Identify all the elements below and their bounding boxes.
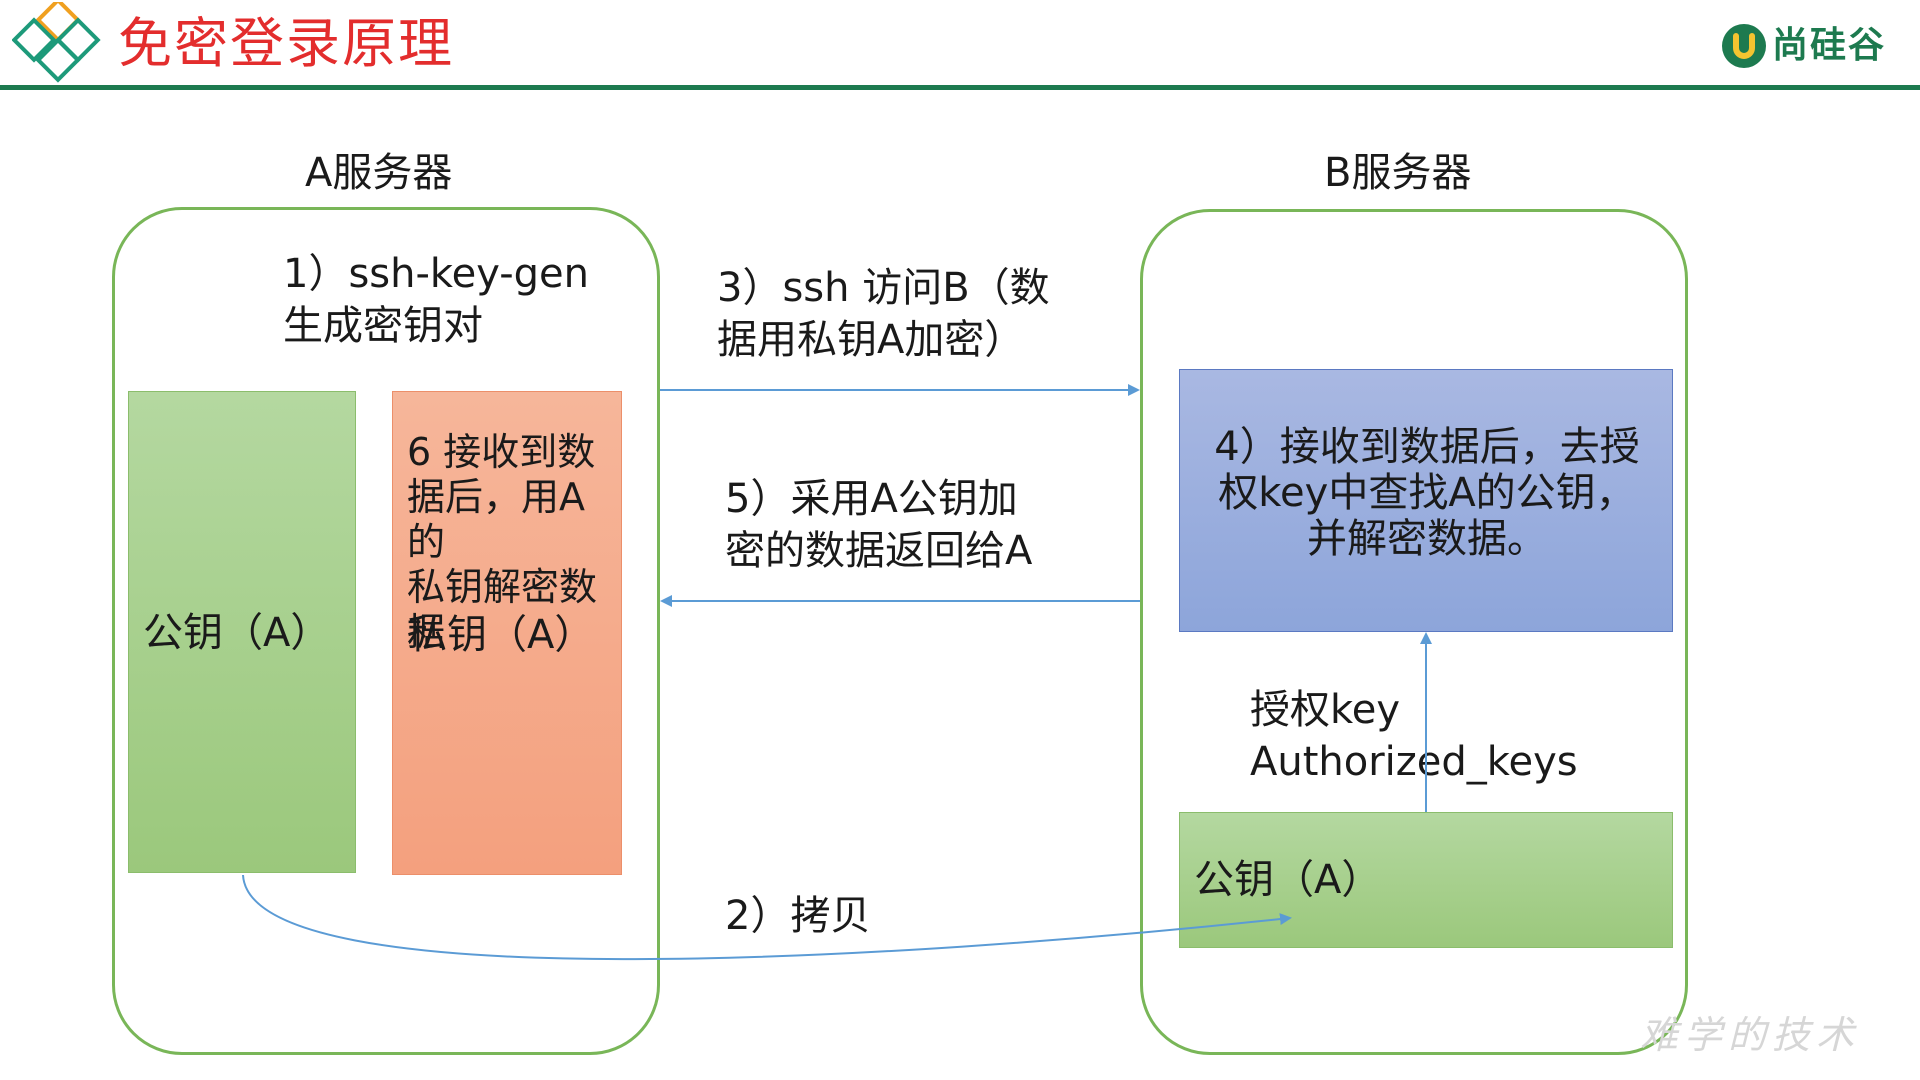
private-key-a-label: 私钥（A）: [407, 612, 595, 658]
watermark: 难学的技术: [1640, 1013, 1861, 1057]
server-b-public-key-box: 公钥（A）: [1179, 812, 1673, 948]
slide-title: 免密登录原理: [118, 12, 454, 75]
server-a-public-key-box: 公钥（A）: [128, 391, 356, 873]
step2-label: 2）拷贝: [725, 893, 871, 939]
server-a-private-key-box: 6 接收到数 据后，用A的 私钥解密数 据 私钥（A）: [392, 391, 622, 875]
public-key-a-label: 公钥（A）: [143, 610, 331, 656]
server-b-container: [1140, 209, 1688, 1055]
u-logo-icon: [1721, 24, 1766, 68]
step1-keygen-note: 1）ssh-key-gen 生成密钥对: [283, 251, 590, 349]
diamond-logo-icon: [12, 2, 101, 83]
step4-verify-box: 4）接收到数据后，去授 权key中查找A的公钥， 并解密数据。: [1179, 369, 1673, 632]
step5-label: 5）采用A公钥加 密的数据返回给A: [725, 476, 1033, 574]
brand-name: 尚硅谷: [1771, 25, 1886, 66]
server-a-container: [112, 207, 660, 1055]
step6-decrypt-note: 6 接收到数 据后，用A的 私钥解密数 据: [407, 430, 598, 654]
authorized-keys-label: 授权key Authorized_keys: [1250, 687, 1578, 785]
public-key-a-copy-label: 公钥（A）: [1194, 857, 1382, 903]
step3-label: 3）ssh 访问B（数 据用私钥A加密）: [717, 265, 1050, 363]
server-a-label: A服务器: [305, 150, 453, 196]
step4-verify-text: 4）接收到数据后，去授 权key中查找A的公钥， 并解密数据。: [1214, 424, 1640, 562]
brand-logo: 尚硅谷: [1721, 22, 1886, 70]
header-divider: [0, 85, 1920, 90]
server-b-label: B服务器: [1324, 150, 1472, 196]
